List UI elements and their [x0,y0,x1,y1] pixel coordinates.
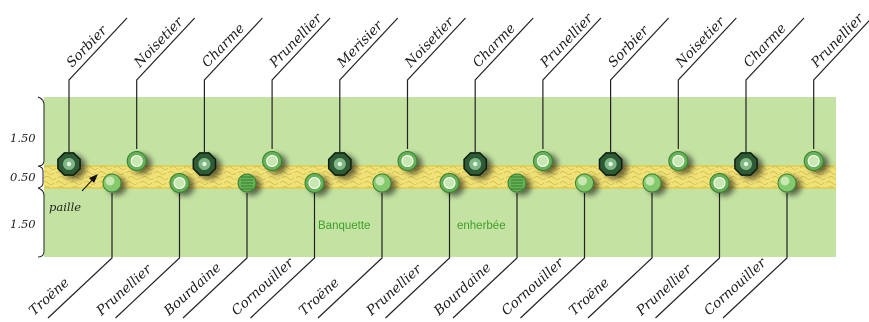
mulch-callout: paille [49,174,98,214]
ground-layer [44,97,836,257]
dimension-label-bottom: 1.50 [10,217,36,231]
plant-label: Prunellier [266,9,327,71]
shrub-round-icon [777,173,797,193]
shrub-rosette-icon [709,173,730,193]
leader-line [452,193,518,319]
leader-line [520,193,586,319]
leader-line [406,17,466,149]
plant-label: Prunellier [633,260,696,319]
leader-line [339,17,399,152]
shrub-textured-icon [507,173,527,193]
leader-line [182,193,248,319]
shrub-rosette-icon [439,173,460,193]
dimension-label-top: 1.50 [10,131,36,145]
plant-label: Noisetier [401,13,458,72]
plant-label: Cornouiller [701,254,771,319]
leader-line [745,17,805,152]
shrub-textured-icon [237,173,257,193]
leader-line [317,193,383,319]
grass-strip-label-part2: enherbée [457,220,506,232]
grass-strip-top [44,97,836,166]
leader-line [385,193,451,319]
plant-label: Troëne [296,275,343,319]
plant-label: Noisetier [672,13,729,72]
leader-line [609,17,670,152]
shrub-round-icon [575,173,594,193]
dimension-label-middle: 0.50 [10,170,36,184]
plant-label: Bourdaine [430,260,494,320]
plant-label: Prunellier [363,260,426,319]
plant-label: Prunellier [807,9,868,71]
shrub-round-icon [642,173,662,193]
dimension-bracket-top [37,96,45,167]
plant-label: Troëne [26,275,73,319]
dimension-markers [37,96,45,258]
dimension-bracket-middle [37,165,44,189]
leader-line [677,17,737,149]
tree-dark-icon [463,152,488,176]
plant-label: Troëne [566,275,613,319]
plant-label: Sorbier [605,22,653,71]
plant-label: Prunellier [93,260,156,319]
leader-line [136,17,196,149]
leader-line [250,193,316,319]
tree-dark-icon [57,152,81,176]
plant-label: Cornouiller [498,254,568,319]
tree-dark-icon [734,152,758,176]
leader-line [722,193,788,319]
shrub-rosette-icon [532,151,553,171]
shrub-round-icon [102,173,122,193]
tree-dark-icon [192,152,217,176]
plant-label: Charme [470,21,519,71]
plant-label: Prunellier [537,9,598,71]
plant-top-12: Prunellier [803,9,869,171]
shrub-rosette-icon [304,173,325,193]
shrub-round-icon [372,173,392,193]
plant-label: Cornouiller [228,254,298,319]
grass-strip-label-part1: Banquette [318,220,370,232]
leader-line [542,17,602,149]
leader-line [203,17,263,152]
leader-line [655,193,721,319]
mulch-arrow-head [89,174,98,183]
plant-label: Charme [740,21,789,71]
leader-line [68,17,128,152]
shrub-rosette-icon [262,151,283,171]
shrub-rosette-icon [803,151,824,171]
shrub-rosette-icon [668,151,689,171]
tree-dark-icon [598,152,623,176]
shrub-rosette-icon [169,173,190,193]
mulch-label: paille [49,200,81,214]
plant-label: Sorbier [63,22,111,71]
leader-line [271,17,331,149]
leader-line [47,193,113,319]
dimension-bracket-bottom [37,187,45,258]
shrub-rosette-icon [126,151,147,171]
tree-dark-icon [327,152,352,176]
plant-label: Bourdaine [160,260,224,320]
plant-label: Merisier [333,17,387,72]
leader-line [474,17,534,152]
plant-label: Noisetier [130,13,187,72]
leader-line [587,193,653,319]
plant-label: Charme [199,21,248,71]
leader-line [813,20,869,149]
grass-strip-bottom [44,188,836,257]
shrub-rosette-icon [397,151,418,171]
leader-line [115,193,181,319]
